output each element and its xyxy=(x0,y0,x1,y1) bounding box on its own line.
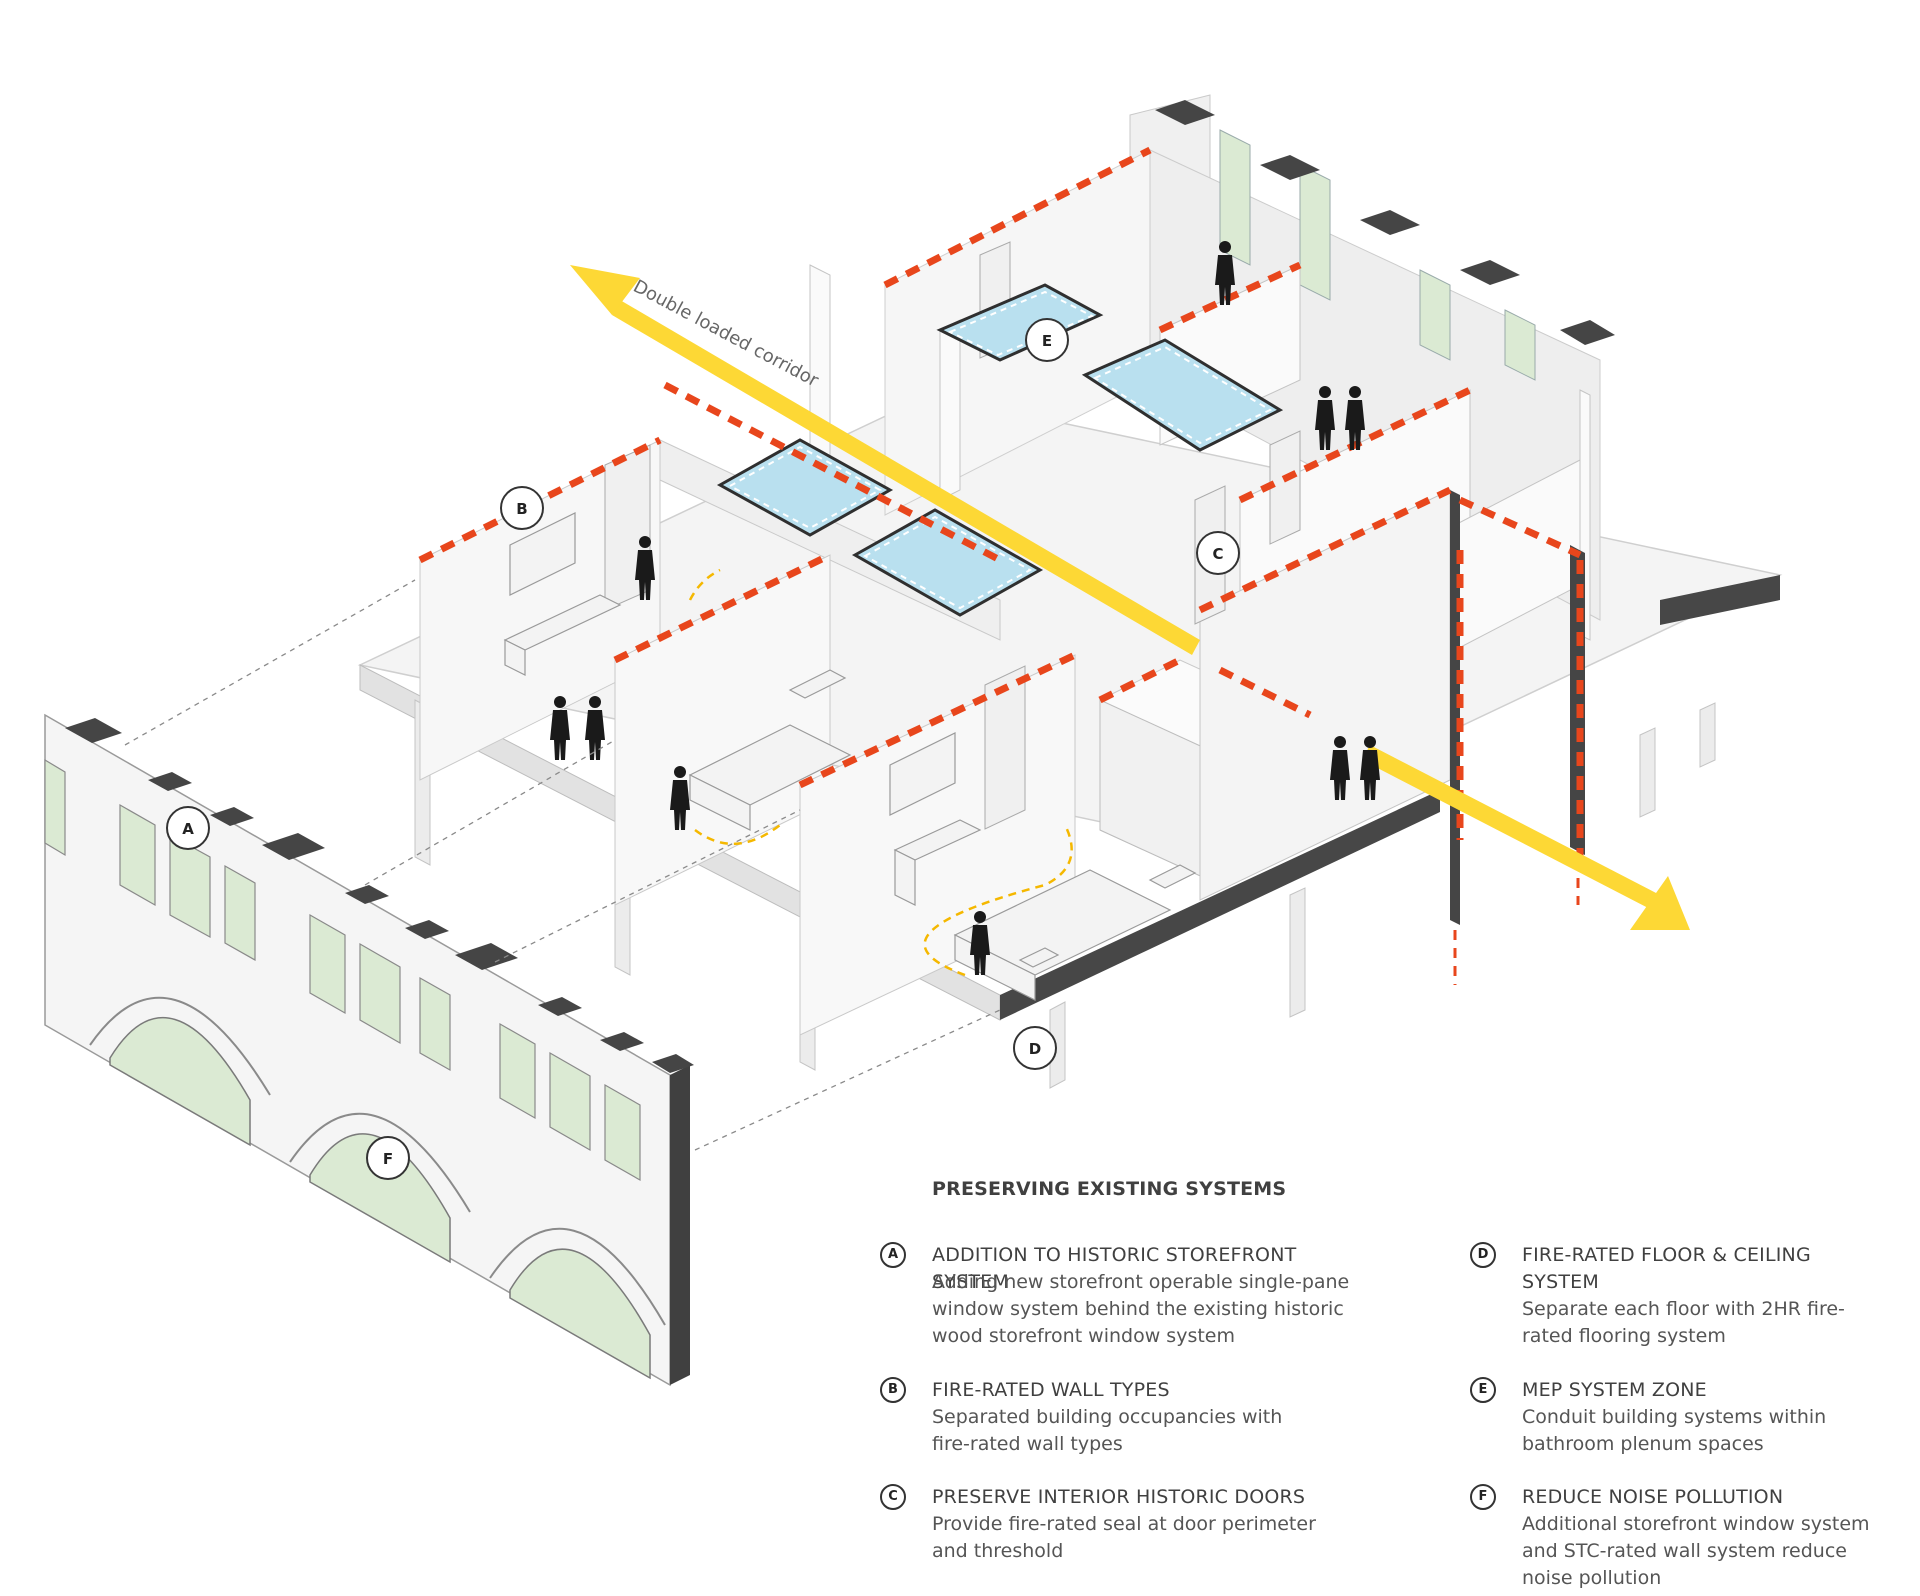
legend-heading-d: FIRE-RATED FLOOR & CEILING SYSTEM xyxy=(1522,1242,1920,1296)
legend-badge-c: C xyxy=(880,1484,906,1510)
legend-body-line: Adding new storefront operable single-pa… xyxy=(932,1271,1350,1293)
legend-body-line: and STC-rated wall system reduce xyxy=(1522,1540,1847,1562)
legend-body-line: Additional storefront window system xyxy=(1522,1513,1870,1535)
legend-body-line: fire-rated wall types xyxy=(932,1433,1123,1455)
circulation-paths xyxy=(688,568,1073,977)
fire-line-extensions xyxy=(1453,860,1580,985)
legend-badge-b: B xyxy=(880,1377,906,1403)
legend-body-line: rated flooring system xyxy=(1522,1325,1726,1347)
legend-body-line: and threshold xyxy=(932,1540,1064,1562)
callout-a: A xyxy=(166,806,210,850)
legend-body-line: Separate each floor with 2HR fire- xyxy=(1522,1298,1845,1320)
callout-f: F xyxy=(366,1136,410,1180)
fire-rated-wall-lines xyxy=(418,146,1584,860)
legend-heading-d-line2: SYSTEM xyxy=(1522,1271,1599,1293)
legend-heading-a: ADDITION TO HISTORIC STOREFRONT SYSTEM xyxy=(932,1244,1297,1293)
projection-leader-lines xyxy=(124,579,1001,1151)
legend-title: PRESERVING EXISTING SYSTEMS xyxy=(932,1178,1287,1200)
svg-text:F: F xyxy=(383,1150,393,1168)
legend-body-line: Conduit building systems within xyxy=(1522,1406,1827,1428)
svg-text:E: E xyxy=(1042,332,1052,350)
legend-badge-e: E xyxy=(1470,1377,1496,1403)
svg-text:C: C xyxy=(1212,545,1223,563)
svg-text:D: D xyxy=(1029,1040,1041,1058)
legend-badge-a: A xyxy=(880,1242,906,1268)
corridor-arrow xyxy=(570,265,1690,930)
legend-heading-d-line1: FIRE-RATED FLOOR & CEILING xyxy=(1522,1244,1811,1266)
legend-body-line: bathroom plenum spaces xyxy=(1522,1433,1764,1455)
svg-text:A: A xyxy=(182,820,194,838)
legend-body-line: Provide fire-rated seal at door perimete… xyxy=(932,1513,1316,1535)
callout-d: D xyxy=(1013,1026,1057,1070)
legend-body-line: Separated building occupancies with xyxy=(932,1406,1283,1428)
legend-badge-d: D xyxy=(1470,1242,1496,1268)
callout-b: B xyxy=(500,486,544,530)
historic-storefront-facade xyxy=(44,713,694,1387)
mep-plenum-zone xyxy=(716,283,1284,617)
callout-c: C xyxy=(1196,531,1240,575)
legend-heading-c: PRESERVE INTERIOR HISTORIC DOORS xyxy=(932,1486,1306,1508)
legend-body-line: window system behind the existing histor… xyxy=(932,1298,1344,1320)
legend-heading-f: REDUCE NOISE POLLUTION xyxy=(1522,1486,1784,1508)
legend: PRESERVING EXISTING SYSTEMS A ADDITION T… xyxy=(880,1178,1890,1589)
legend-body-line: noise pollution xyxy=(1522,1567,1662,1589)
legend-badge-f: F xyxy=(1470,1484,1496,1510)
legend-body-line: wood storefront window system xyxy=(932,1325,1235,1347)
callout-e: E xyxy=(1025,318,1069,362)
legend-heading-b: FIRE-RATED WALL TYPES xyxy=(932,1379,1170,1401)
furniture xyxy=(503,512,1197,1001)
legend-heading-e: MEP SYSTEM ZONE xyxy=(1522,1379,1707,1401)
svg-text:B: B xyxy=(516,500,527,518)
